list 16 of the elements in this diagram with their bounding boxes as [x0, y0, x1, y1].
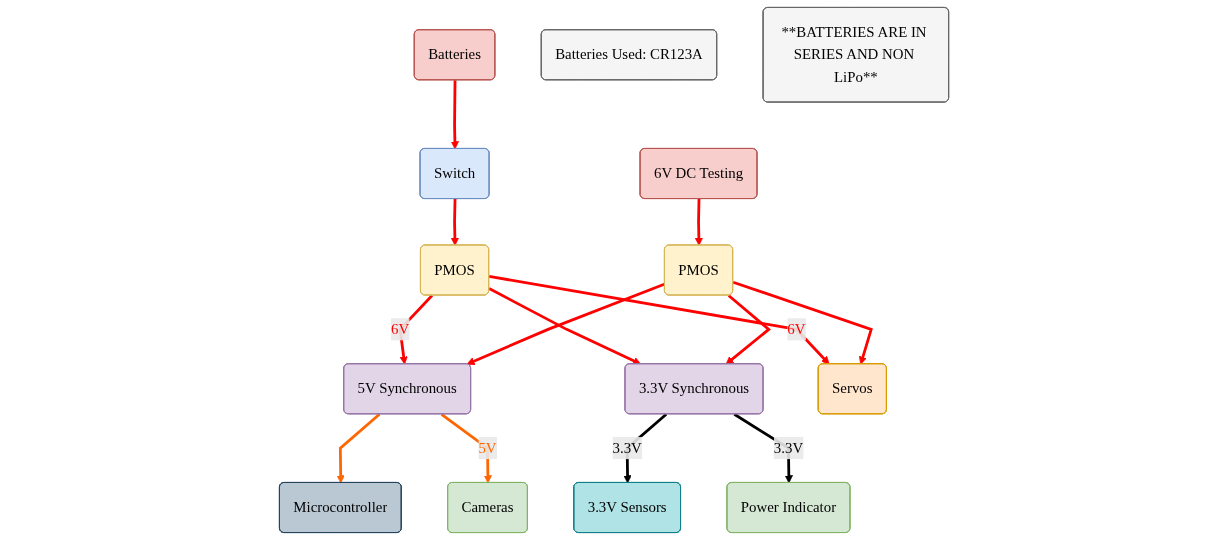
- edge-label: 6V: [391, 321, 410, 337]
- arrow: [399, 294, 434, 365]
- arrow: [489, 275, 830, 365]
- arrow: [726, 294, 772, 365]
- edge-label: 6V: [787, 321, 806, 337]
- arrow: [695, 199, 704, 246]
- arrow: [451, 199, 460, 246]
- arrow: [467, 282, 666, 366]
- arrow: [733, 280, 874, 365]
- edge-label: 3.3V: [612, 439, 643, 456]
- arrow: [441, 413, 493, 484]
- arrow: [451, 80, 460, 150]
- edge-label: 5V: [478, 439, 498, 456]
- arrow: [337, 413, 381, 484]
- edge-label: 3.3V: [774, 439, 804, 456]
- arrow: [488, 287, 642, 365]
